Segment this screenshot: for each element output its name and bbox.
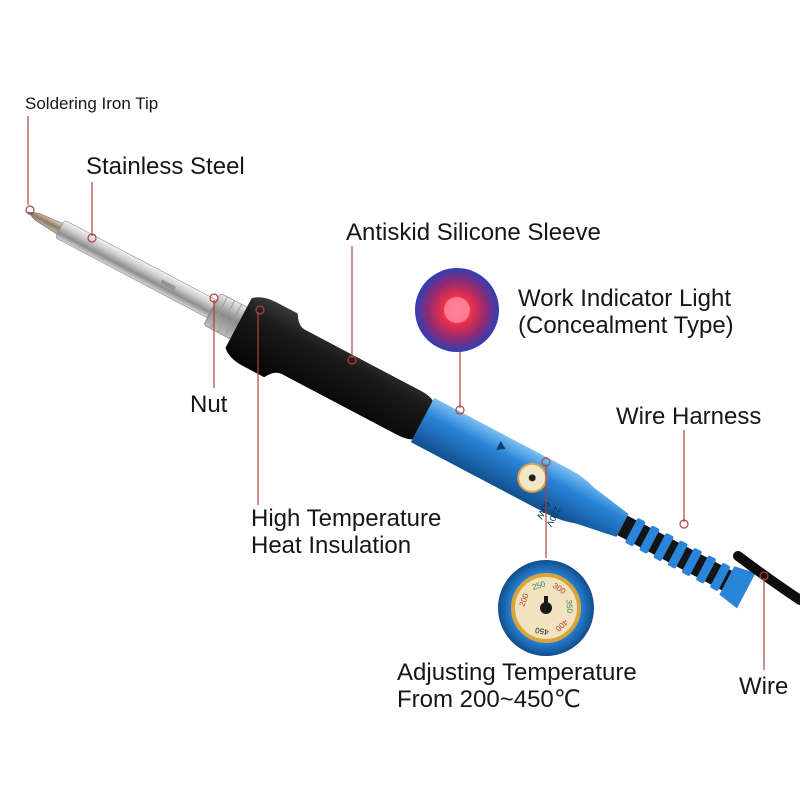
- label-text: Heat Insulation: [251, 531, 412, 559]
- label-soldering-iron-tip: Soldering Iron Tip: [25, 94, 158, 113]
- label-text: Adjusting Temperature: [397, 659, 637, 686]
- label-wire-harness: Wire Harness: [616, 403, 762, 431]
- label-work-indicator-light: Work Indicator Light (Concealment Type): [518, 285, 734, 340]
- dial-scale-number: 350: [564, 599, 574, 613]
- label-text: Work Indicator Light: [518, 285, 731, 312]
- label-stainless-steel: Stainless Steel: [86, 153, 245, 181]
- soldering-tip: [27, 211, 64, 235]
- steel-barrel: [55, 220, 219, 319]
- wire-harness: [617, 515, 756, 609]
- label-wire: Wire: [739, 673, 789, 701]
- label-text: High Temperature: [251, 505, 442, 532]
- iron-body: 60W 220V: [27, 211, 756, 609]
- label-nut: Nut: [190, 391, 228, 419]
- label-text: Wire Harness: [616, 403, 762, 430]
- label-text: Soldering Iron Tip: [25, 94, 159, 113]
- label-text: Antiskid Silicone Sleeve: [346, 219, 601, 246]
- label-text: Nut: [190, 391, 228, 418]
- blue-handle: [410, 397, 629, 537]
- label-text: From 200~450℃: [397, 685, 581, 713]
- dial-scale-number: 450: [534, 625, 549, 636]
- wire-cable: [733, 551, 800, 605]
- dial-scale-number: 200: [518, 592, 531, 608]
- indicator-light-zoom: [415, 268, 499, 352]
- label-high-temperature-heat-insulation: High Temperature Heat Insulation: [251, 505, 442, 560]
- label-antiskid-silicone-sleeve: Antiskid Silicone Sleeve: [346, 219, 601, 247]
- dial-scale-number: 250: [531, 579, 547, 592]
- label-text: Wire: [739, 673, 789, 700]
- callout-lines: [25, 116, 769, 670]
- label-adjusting-temperature: Adjusting Temperature From 200~450℃: [397, 659, 637, 714]
- label-text: (Concealment Type): [518, 311, 734, 339]
- silicone-sleeve: [225, 297, 434, 440]
- label-text: Stainless Steel: [86, 153, 245, 180]
